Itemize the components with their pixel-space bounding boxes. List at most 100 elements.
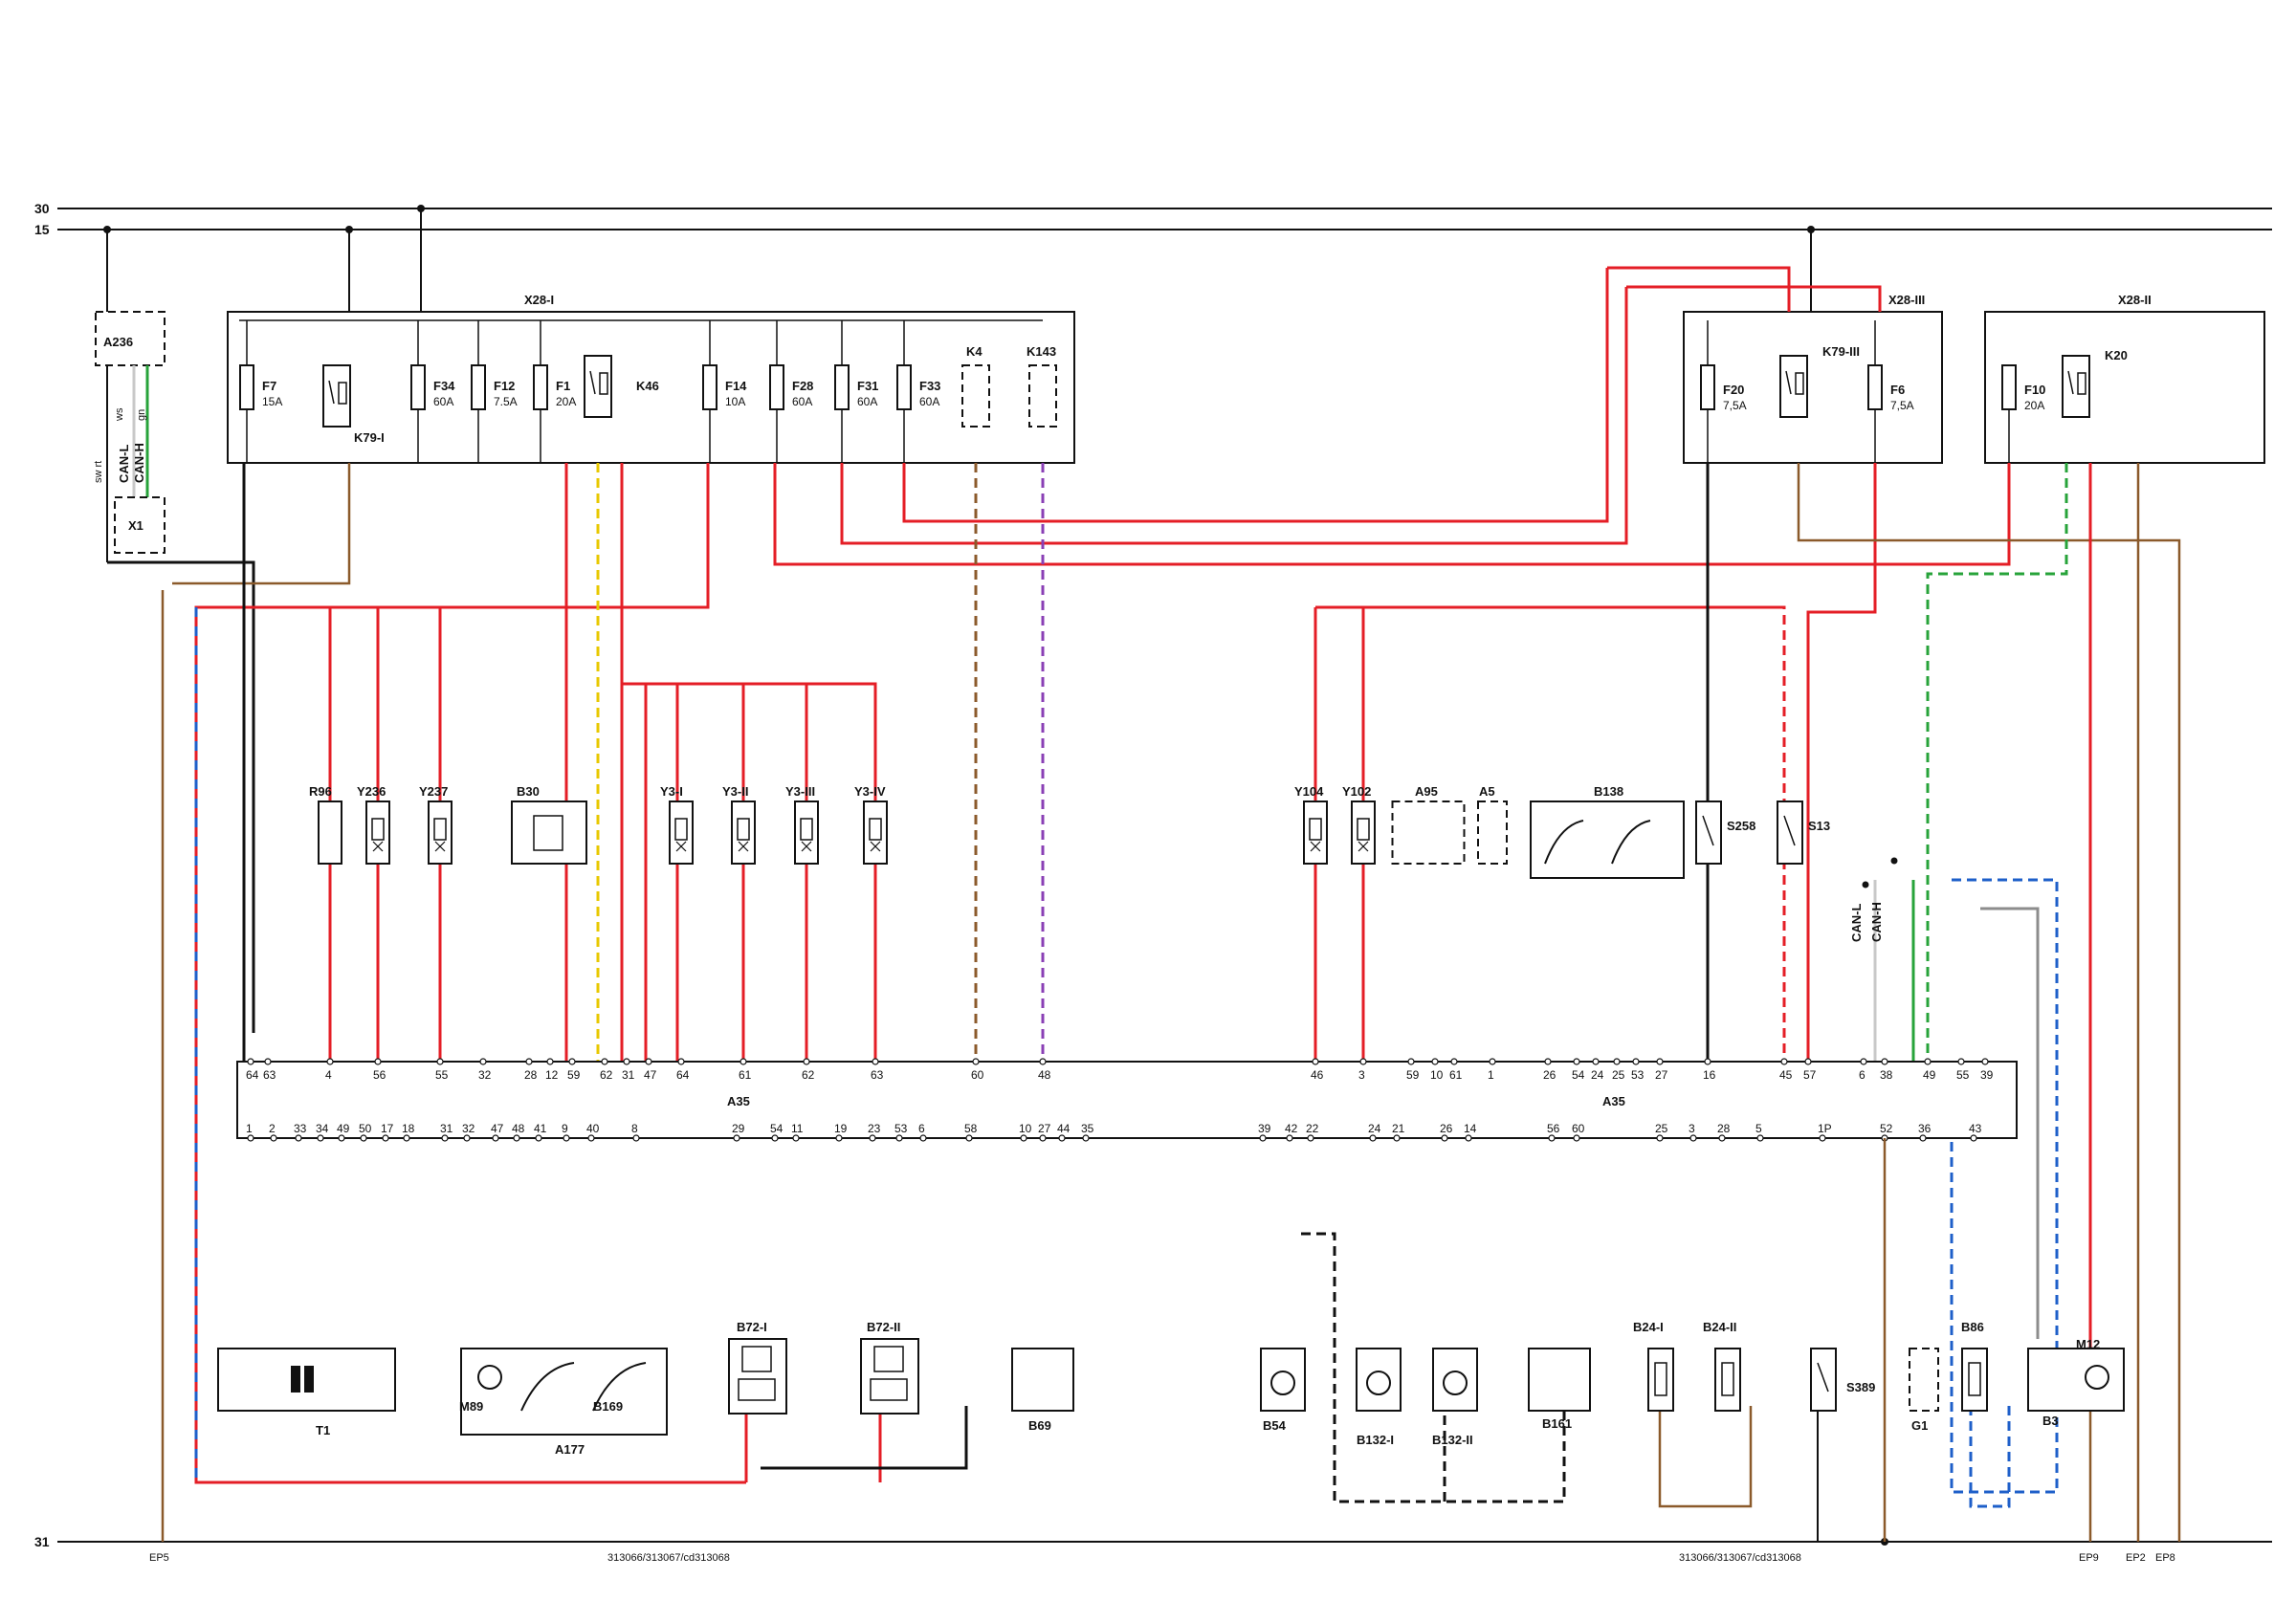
component-b54: B54 — [1260, 1348, 1306, 1433]
footer-ref-left: 313066/313067/cd313068 — [607, 1552, 730, 1564]
a35-top-pin-label: 6 — [1859, 1068, 1866, 1082]
relay-label: K79-III — [1822, 344, 1860, 359]
a35-top-pin-label: 48 — [1038, 1068, 1051, 1082]
fuse-layer: F715AF3460AF127.5AF120AF1410AF2860AF3160… — [239, 320, 2128, 463]
can-h-right-label: CAN-H — [1869, 902, 1884, 942]
fuse-box-x28-3: X28-III — [1683, 293, 1943, 464]
component-y237: Y237 — [419, 784, 453, 865]
a35-bottom-pin-label: 19 — [834, 1122, 848, 1135]
a35-bottom-pin-label: 24 — [1368, 1122, 1381, 1135]
component-b69: B69 — [1011, 1348, 1074, 1433]
a35-top-pin-label: 53 — [1631, 1068, 1645, 1082]
relay-k79-i: K79-I — [322, 364, 385, 445]
a35-top-pin-label: 63 — [871, 1068, 884, 1082]
component-label: Y237 — [419, 784, 448, 799]
a35-top-pin-label: 26 — [1543, 1068, 1556, 1082]
fuse-rating: 10A — [725, 395, 745, 408]
component-label: B169 — [593, 1399, 623, 1414]
a35-top-pin-label: 54 — [1572, 1068, 1585, 1082]
component-y3-iv: Y3-IV — [854, 784, 888, 865]
a35-bottom-pin-label: 35 — [1081, 1122, 1094, 1135]
a35-bottom-pin-label: 58 — [964, 1122, 978, 1135]
a35-top-pin-label: 59 — [567, 1068, 581, 1082]
component-label: G1 — [1911, 1418, 1928, 1433]
a35-bottom-pin-label: 11 — [791, 1122, 804, 1135]
a35-top-pin-label: 27 — [1655, 1068, 1668, 1082]
component-label: M12 — [2076, 1337, 2100, 1351]
fuse-name: F33 — [919, 379, 940, 393]
relay-k4: K4 — [961, 344, 990, 428]
component-y3-i: Y3-I — [660, 784, 694, 865]
component-m12: M12 — [2076, 1337, 2100, 1351]
a35-bottom-pin-label: 44 — [1057, 1122, 1071, 1135]
footer-ref-right: 313066/313067/cd313068 — [1679, 1552, 1801, 1564]
fuse-rating: 60A — [857, 395, 877, 408]
component-label: B30 — [517, 784, 540, 799]
a35-top-pin-label: 64 — [246, 1068, 259, 1082]
component-b169: B169 — [593, 1399, 623, 1414]
a35-top-pin-label: 1 — [1488, 1068, 1494, 1082]
relay-label: K46 — [636, 379, 659, 393]
component-label: S13 — [1808, 819, 1830, 833]
can-right: CAN-L CAN-H — [1849, 857, 1898, 942]
a35-top-pin-label: 57 — [1803, 1068, 1817, 1082]
a35-bottom-pin-label: 50 — [359, 1122, 372, 1135]
a35-top-pin-label: 45 — [1779, 1068, 1793, 1082]
x1-label: X1 — [128, 518, 144, 533]
component-label: R96 — [309, 784, 332, 799]
a35-bottom-pin-label: 40 — [586, 1122, 600, 1135]
a236-wire-ws: ws — [114, 407, 125, 422]
rail-31-label: 31 — [34, 1534, 50, 1549]
component-label: A5 — [1479, 784, 1495, 799]
a35-top-pin-label: 59 — [1406, 1068, 1420, 1082]
component-b138: B138 — [1530, 784, 1685, 879]
a35-bottom-pin-label: 8 — [631, 1122, 638, 1135]
a35-top-pin-label: 31 — [622, 1068, 635, 1082]
a35-bottom-pin-label: 22 — [1306, 1122, 1319, 1135]
rail-30-label: 30 — [34, 201, 50, 216]
component-label: B138 — [1594, 784, 1623, 799]
a35-bottom-pin-label: 6 — [918, 1122, 925, 1135]
a35-top-pin-label: 25 — [1612, 1068, 1625, 1082]
component-label: B86 — [1961, 1320, 1984, 1334]
component-label: A177 — [555, 1442, 585, 1457]
a35-bottom-pin-label: 25 — [1655, 1122, 1668, 1135]
component-b132-i: B132-I — [1356, 1348, 1402, 1447]
x1-can-l-label: CAN-L — [117, 445, 131, 483]
a35-bottom-pin-label: 42 — [1285, 1122, 1298, 1135]
footer: 313066/313067/cd313068 313066/313067/cd3… — [149, 1552, 2175, 1564]
component-b86: B86 — [1961, 1320, 1988, 1412]
a35-bottom-pin-label: 47 — [491, 1122, 504, 1135]
relay-k143: K143 — [1027, 344, 1057, 428]
a35-bottom-pin-label: 29 — [732, 1122, 745, 1135]
a35-bottom-pin-label: 53 — [894, 1122, 908, 1135]
a35-top-pin-label: 16 — [1703, 1068, 1716, 1082]
fuse-name: F14 — [725, 379, 747, 393]
relay-k46: K46 — [584, 355, 659, 418]
left-modules: A236 sw rt ws gn CAN-L CAN-H X1 — [93, 230, 255, 1542]
component-y236: Y236 — [357, 784, 390, 865]
a35-bottom-pin-label: 48 — [512, 1122, 525, 1135]
component-s389: S389 — [1810, 1348, 1875, 1412]
component-a177: A177 — [460, 1348, 668, 1457]
a236-label: A236 — [103, 335, 133, 349]
component-label: B24-I — [1633, 1320, 1664, 1334]
component-g1: G1 — [1909, 1348, 1939, 1433]
fuse-name: F1 — [556, 379, 570, 393]
fuse-rating: 60A — [792, 395, 812, 408]
a35-bottom-pin-label: 34 — [316, 1122, 329, 1135]
footer-ep8: EP8 — [2155, 1552, 2175, 1564]
a35-top-pin-label: 64 — [676, 1068, 690, 1082]
component-b161: B161 — [1528, 1348, 1591, 1431]
component-label: B3 — [2042, 1414, 2059, 1428]
a35-top-pin-label: 47 — [644, 1068, 657, 1082]
a35-top-pin-label: 10 — [1430, 1068, 1444, 1082]
